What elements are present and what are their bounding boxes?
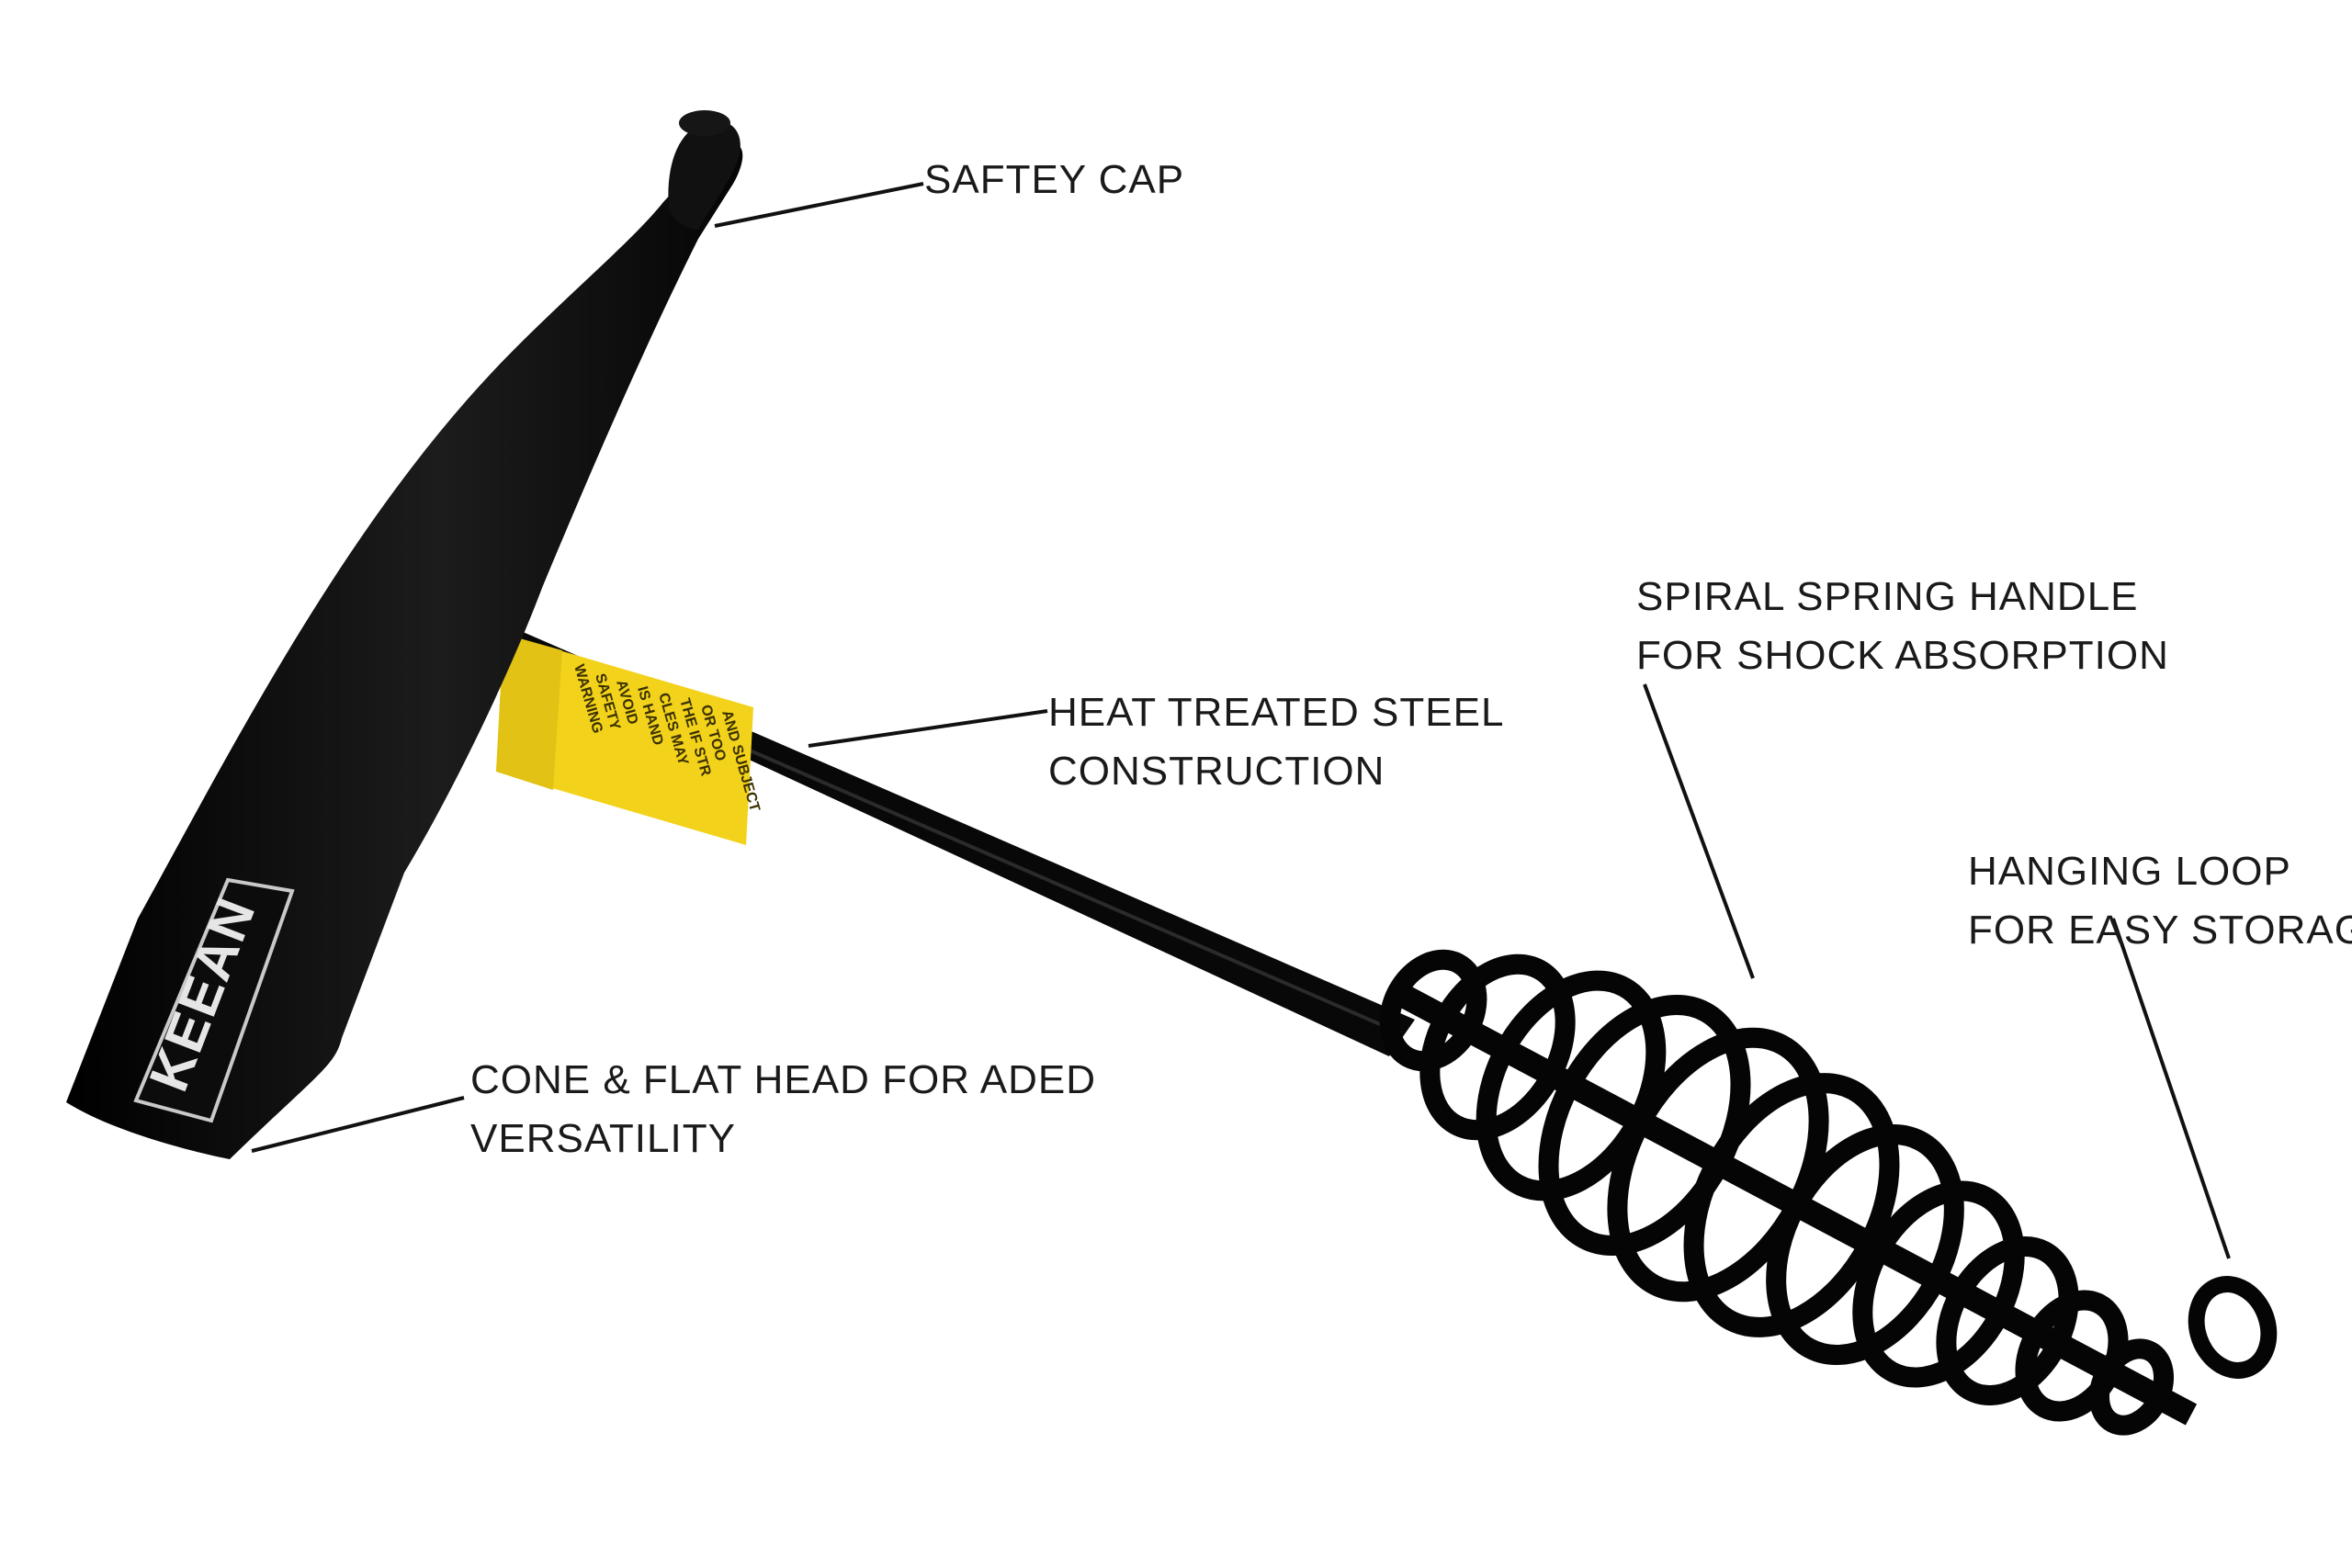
callout-head-line-1: CONE & FLAT HEAD FOR ADED [470, 1057, 1097, 1102]
callout-cone-flat-head: CONE & FLAT HEAD FOR ADED VERSATILITY [470, 1051, 1096, 1168]
warning-label: WARNING SAFETY AVOID IS HAND CLES MAY TH… [496, 634, 763, 845]
leader-spring [1643, 683, 1755, 979]
leader-steel [808, 709, 1048, 748]
callout-safety-cap-line-1: SAFTEY CAP [924, 157, 1185, 202]
callout-steel-construction: HEAT TREATED STEEL CONSTRUCTION [1048, 683, 1504, 801]
leader-loop [2111, 918, 2231, 1259]
callout-loop-line-2: FOR EASY STORAGE [1968, 908, 2352, 953]
callout-spring-line-1: SPIRAL SPRING HANDLE [1636, 574, 2139, 619]
leader-safety-cap [714, 182, 924, 228]
callout-hanging-loop: HANGING LOOP FOR EASY STORAGE [1968, 842, 2352, 960]
spring-handle [1379, 949, 2198, 1436]
callout-loop-line-1: HANGING LOOP [1968, 849, 2291, 894]
callout-leaders [251, 182, 2231, 1259]
callout-steel-line-1: HEAT TREATED STEEL [1048, 690, 1505, 735]
callout-steel-line-2: CONSTRUCTION [1048, 749, 1385, 794]
hanging-loop [2188, 1276, 2278, 1379]
leader-head [251, 1096, 465, 1153]
callout-spring-handle: SPIRAL SPRING HANDLE FOR SHOCK ABSORPTIO… [1636, 568, 2169, 685]
callout-spring-line-2: FOR SHOCK ABSORPTION [1636, 633, 2169, 678]
hammer-head: KEEAN [66, 110, 743, 1160]
callout-safety-cap: SAFTEY CAP [924, 151, 1184, 209]
callout-head-line-2: VERSATILITY [470, 1116, 736, 1161]
